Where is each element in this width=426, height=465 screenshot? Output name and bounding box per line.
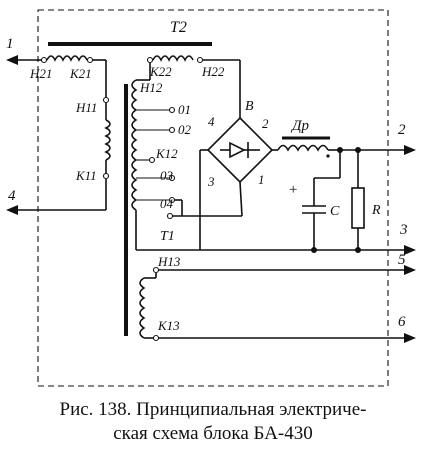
label-bridge-pin4: 4 [208, 114, 215, 129]
label-bridge: В [245, 99, 254, 114]
choke: Др [277, 118, 338, 158]
label-resistor: R [371, 203, 381, 218]
terminal-6: 6 [158, 314, 416, 343]
label-k21: К21 [69, 66, 92, 81]
label-t1: Т1 [160, 229, 175, 244]
t1-secondary-winding: Н12 01 02 К12 03 04 Т1 [131, 79, 242, 251]
resistor: R [351, 150, 381, 250]
label-tap01: 01 [178, 102, 191, 117]
terminal-3: 3 [200, 222, 416, 255]
terminal-5: 5 [158, 252, 416, 275]
rectifier-bridge: В 2 4 3 1 [199, 99, 278, 250]
capacitor: + С [288, 150, 341, 250]
t2-label: Т2 [170, 19, 187, 36]
terminal-4: 4 [6, 188, 106, 215]
label-tap04: 04 [160, 196, 174, 211]
label-k13: К13 [157, 318, 180, 333]
schematic-diagram: Т2 1 Н21 К21 Н11 К11 4 [6, 9, 416, 387]
label-k12: К12 [155, 146, 178, 161]
label-n13: Н13 [157, 254, 181, 269]
svg-text:5: 5 [398, 252, 406, 268]
svg-text:6: 6 [398, 314, 406, 330]
label-plus: + [288, 182, 298, 198]
caption-line-2: ская схема блока БА-430 [113, 423, 313, 444]
figure-caption: Рис. 138. Принципиальная электриче- ская… [0, 398, 426, 446]
label-bridge-pin2: 2 [262, 116, 269, 131]
label-n22: Н22 [201, 64, 225, 79]
label-choke: Др [290, 118, 310, 134]
t1-winding-3: Н13 К13 [139, 254, 181, 342]
svg-text:3: 3 [399, 222, 408, 238]
label-k11: К11 [75, 168, 97, 183]
svg-text:1: 1 [6, 36, 14, 52]
terminal-1: 1 [6, 36, 36, 65]
block-enclosure [37, 9, 389, 387]
label-bridge-pin3: 3 [207, 174, 215, 189]
t2-primary-winding: Н21 К21 [29, 55, 107, 98]
svg-text:2: 2 [398, 122, 406, 138]
t1-primary-winding: Н11 К11 [75, 96, 111, 210]
t2-secondary-winding: К22 Н22 [136, 55, 241, 118]
label-k22: К22 [149, 64, 172, 79]
label-tap03: 03 [160, 168, 174, 183]
label-n21: Н21 [29, 66, 52, 81]
label-n12: Н12 [139, 80, 163, 95]
svg-text:4: 4 [8, 188, 16, 204]
terminal-2: 2 [337, 122, 416, 155]
label-n11: Н11 [75, 100, 97, 115]
caption-line-1: Рис. 138. Принципиальная электриче- [59, 399, 367, 420]
label-bridge-pin1: 1 [258, 172, 265, 187]
label-capacitor: С [330, 204, 340, 219]
label-tap02: 02 [178, 122, 192, 137]
